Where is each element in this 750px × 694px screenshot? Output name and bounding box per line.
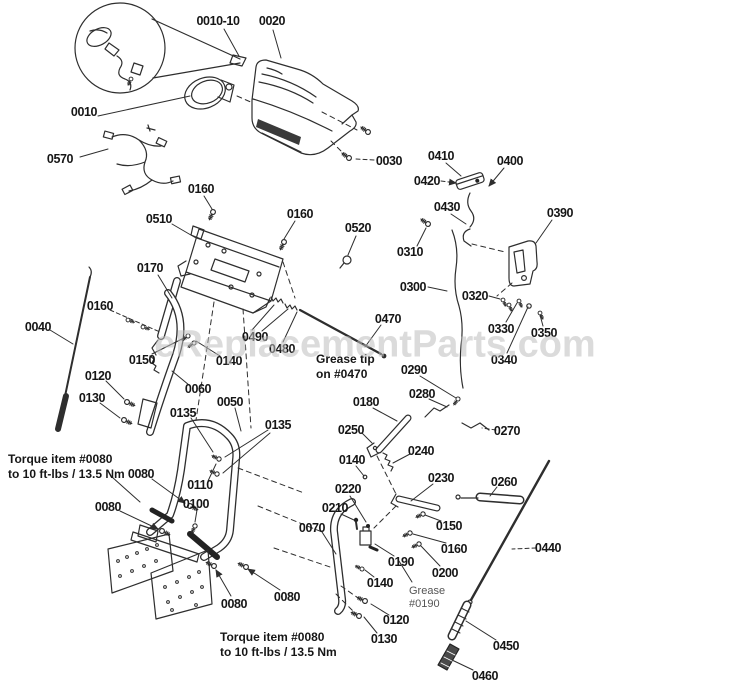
part-label-0110: 0110 bbox=[187, 478, 213, 492]
part-label-0150: 0150 bbox=[128, 353, 156, 367]
part-label-0160: 0160 bbox=[86, 299, 114, 313]
part-label-0080: 0080 bbox=[273, 590, 301, 604]
part-label-0220: 0220 bbox=[334, 482, 362, 496]
headlight-drawing bbox=[184, 76, 235, 110]
detail-balloon-drawing bbox=[74, 2, 247, 94]
clip-drawing bbox=[339, 255, 352, 269]
handle-tubes-drawing bbox=[137, 289, 356, 615]
part-label-0120: 0120 bbox=[84, 369, 112, 383]
part-label-0160: 0160 bbox=[440, 542, 468, 556]
part-label-0480: 0480 bbox=[268, 342, 296, 356]
engine-cover-drawing bbox=[251, 59, 359, 156]
leader-lines bbox=[49, 28, 553, 671]
linkage-parts-drawing bbox=[353, 414, 525, 552]
part-label-0130: 0130 bbox=[78, 391, 106, 405]
part-label-0330: 0330 bbox=[487, 322, 515, 336]
part-label-0460: 0460 bbox=[471, 669, 499, 683]
grease-note: Grease#0190 bbox=[409, 585, 446, 610]
part-label-0570: 0570 bbox=[46, 152, 74, 166]
part-label-0080: 0080 bbox=[127, 467, 155, 481]
part-label-0410: 0410 bbox=[427, 149, 455, 163]
part-label-0120: 0120 bbox=[382, 613, 410, 627]
part-label-0340: 0340 bbox=[490, 353, 518, 367]
part-label-0350: 0350 bbox=[530, 326, 558, 340]
speed-control-rod-drawing bbox=[55, 266, 92, 432]
part-label-0010: 0010 bbox=[70, 105, 98, 119]
part-label-0310: 0310 bbox=[396, 245, 424, 259]
control-panel-drawing bbox=[177, 225, 284, 314]
part-label-0190: 0190 bbox=[387, 555, 415, 569]
frame-plates-drawing bbox=[107, 507, 213, 620]
part-label-0430: 0430 bbox=[433, 200, 461, 214]
part-label-0240: 0240 bbox=[407, 444, 435, 458]
part-label-0140: 0140 bbox=[366, 576, 394, 590]
part-label-0200: 0200 bbox=[431, 566, 459, 580]
part-label-0030: 0030 bbox=[375, 154, 403, 168]
part-label-0420: 0420 bbox=[413, 174, 441, 188]
part-label-0290: 0290 bbox=[400, 363, 428, 377]
part-label-0250: 0250 bbox=[337, 423, 365, 437]
part-label-0400: 0400 bbox=[496, 154, 524, 168]
part-label-0180: 0180 bbox=[352, 395, 380, 409]
part-label-0100: 0100 bbox=[182, 497, 210, 511]
part-label-0260: 0260 bbox=[490, 475, 518, 489]
part-label-0020: 0020 bbox=[258, 14, 286, 28]
part-label-0390: 0390 bbox=[546, 206, 574, 220]
part-label-0230: 0230 bbox=[427, 471, 455, 485]
part-label-0070: 0070 bbox=[298, 521, 326, 535]
part-label-0050: 0050 bbox=[216, 395, 244, 409]
dashed-construction-lines bbox=[195, 95, 513, 615]
part-label-0040: 0040 bbox=[24, 320, 52, 334]
wire-harness-drawing bbox=[102, 124, 182, 196]
chute-crank-rod-drawing bbox=[270, 296, 387, 359]
part-label-0170: 0170 bbox=[136, 261, 164, 275]
part-label-0140: 0140 bbox=[215, 354, 243, 368]
part-label-0320: 0320 bbox=[461, 289, 489, 303]
part-label-0130: 0130 bbox=[370, 632, 398, 646]
part-label-0060: 0060 bbox=[184, 382, 212, 396]
part-label-0010-10: 0010-10 bbox=[196, 14, 240, 28]
part-label-0510: 0510 bbox=[145, 212, 173, 226]
part-label-0135: 0135 bbox=[264, 418, 292, 432]
part-label-0080: 0080 bbox=[94, 500, 122, 514]
chute-cable-drawing bbox=[437, 459, 551, 671]
part-label-0300: 0300 bbox=[399, 280, 427, 294]
part-label-0160: 0160 bbox=[187, 182, 215, 196]
part-label-0280: 0280 bbox=[408, 387, 436, 401]
part-label-0270: 0270 bbox=[493, 424, 521, 438]
part-label-0140: 0140 bbox=[338, 453, 366, 467]
part-label-0135: 0135 bbox=[169, 406, 197, 420]
part-label-0210: 0210 bbox=[321, 501, 349, 515]
part-label-0470: 0470 bbox=[374, 312, 402, 326]
part-label-0450: 0450 bbox=[492, 639, 520, 653]
part-label-0080: 0080 bbox=[220, 597, 248, 611]
part-label-0490: 0490 bbox=[241, 330, 269, 344]
part-label-0520: 0520 bbox=[344, 221, 372, 235]
part-label-0160: 0160 bbox=[286, 207, 314, 221]
part-label-0150: 0150 bbox=[435, 519, 463, 533]
part-label-0440: 0440 bbox=[534, 541, 562, 555]
